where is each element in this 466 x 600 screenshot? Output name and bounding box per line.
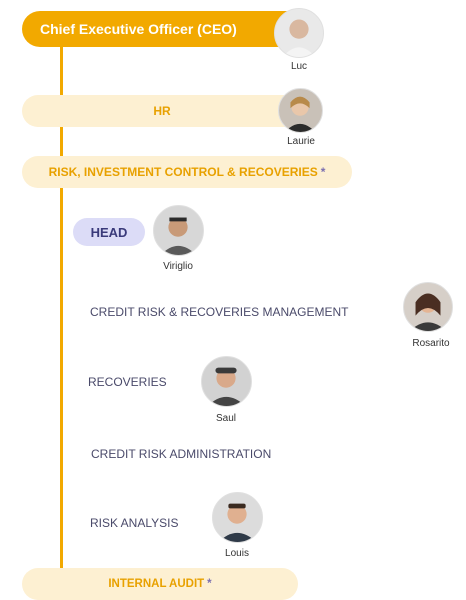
- unit-title-credit-risk-recoveries: CREDIT RISK & RECOVERIES MANAGEMENT: [90, 305, 349, 319]
- audit-marker: *: [207, 578, 212, 590]
- ceo-title: Chief Executive Officer (CEO): [40, 21, 237, 37]
- unit-name-risk-analysis: Louis: [225, 548, 249, 559]
- org-connector-line: [60, 30, 63, 575]
- hr-title: HR: [153, 104, 171, 118]
- ceo-avatar[interactable]: [274, 8, 324, 58]
- ceo-node[interactable]: Chief Executive Officer (CEO): [22, 11, 316, 47]
- hr-name: Laurie: [287, 136, 315, 147]
- unit-title-credit-risk-administration: CREDIT RISK ADMINISTRATION: [91, 447, 272, 461]
- unit-avatar-recoveries[interactable]: [201, 356, 252, 407]
- head-badge[interactable]: HEAD: [73, 218, 145, 246]
- unit-avatar-credit-risk-recoveries[interactable]: [403, 282, 453, 332]
- unit-name-credit-risk-recoveries: Rosarito: [412, 338, 450, 349]
- internal-audit-node[interactable]: INTERNAL AUDIT*: [22, 568, 298, 600]
- audit-title: INTERNAL AUDIT: [108, 578, 205, 590]
- head-avatar[interactable]: [153, 205, 204, 256]
- ceo-name: Luc: [290, 61, 308, 72]
- unit-name-recoveries: Saul: [215, 413, 236, 424]
- risk-marker: *: [320, 165, 326, 179]
- unit-title-risk-analysis: RISK ANALYSIS: [90, 516, 179, 530]
- head-name: Viriglio: [163, 261, 193, 272]
- risk-title: RISK, INVESTMENT CONTROL & RECOVERIES: [48, 165, 318, 179]
- head-label: HEAD: [90, 224, 128, 240]
- unit-avatar-risk-analysis[interactable]: [212, 492, 263, 543]
- unit-title-recoveries: RECOVERIES: [88, 375, 167, 389]
- hr-node[interactable]: HR: [22, 95, 302, 127]
- hr-avatar[interactable]: [278, 88, 323, 133]
- risk-node[interactable]: RISK, INVESTMENT CONTROL & RECOVERIES*: [22, 156, 352, 188]
